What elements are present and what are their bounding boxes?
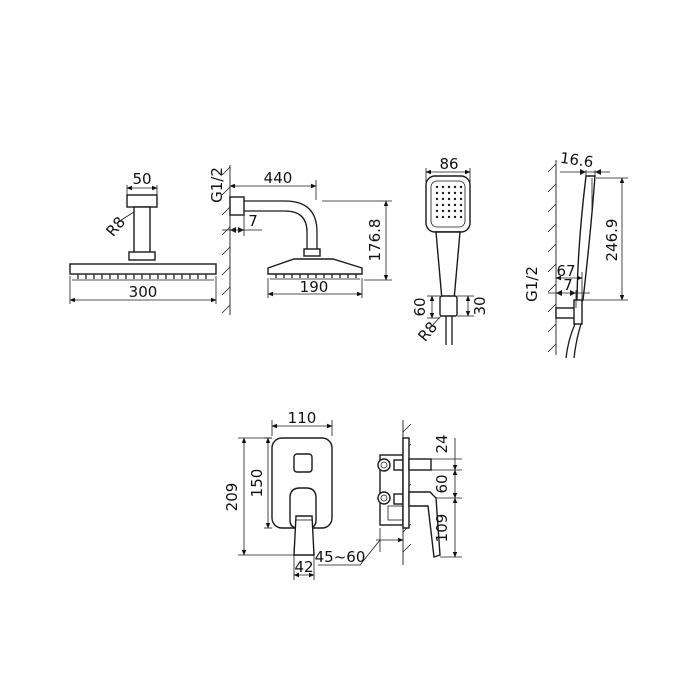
arm-connector (128, 251, 156, 261)
wall-flange (229, 196, 245, 216)
wall-holder (439, 295, 458, 317)
dim-width: 86 (439, 155, 458, 173)
inlet-port-lower (377, 491, 391, 505)
dim-overall-height: 209 (223, 483, 241, 512)
dim-thread: G1/2 (208, 167, 226, 203)
dim-top-offset: 24 (433, 434, 451, 453)
dim-radius: R8 (414, 318, 441, 345)
diverter-knob (408, 458, 432, 471)
depth-leader (318, 539, 381, 566)
dim-depth: 16.6 (559, 149, 595, 171)
arm-outer (244, 200, 318, 250)
dim-holder-width: 30 (471, 296, 489, 315)
holder-base (555, 307, 577, 319)
dim-holder-projection: 67 (556, 262, 575, 280)
dim-lower-offset: 109 (433, 514, 451, 543)
dim-head-width: 190 (300, 278, 329, 296)
outlet-stub-upper (393, 459, 404, 471)
dim-spacing: 60 (433, 474, 451, 493)
spray-dots (435, 185, 463, 219)
holder-clip (573, 299, 583, 325)
radius-leader (429, 315, 442, 329)
hand-shower-head (425, 175, 471, 233)
inlet-port-upper (377, 458, 391, 472)
side-handle (408, 491, 441, 558)
hose-left (565, 323, 576, 359)
mixer-front-view: 110 150 209 42 (223, 409, 333, 580)
mixer-handle (293, 515, 315, 556)
wall-shower-head-view: G1/2 440 7 176.8 190 (208, 165, 392, 315)
dim-holder-height: 60 (411, 297, 429, 316)
dim-thread: G1/2 (523, 266, 541, 302)
wall-hatch (221, 166, 231, 314)
rain-head-body (69, 263, 217, 275)
diverter-button (293, 453, 313, 473)
dim-install-depth: 45~60 (315, 548, 366, 566)
radius-leader (117, 211, 135, 223)
dim-head-width: 300 (129, 283, 158, 301)
dim-plate-width: 110 (288, 409, 317, 427)
arm-inner (244, 210, 308, 250)
wall-nozzle-row (275, 274, 357, 278)
dim-drop: 176.8 (366, 219, 384, 262)
wall-rain-head (267, 258, 363, 275)
overhead-shower-head-view: 50 R8 300 (69, 170, 217, 304)
dim-length: 246.9 (603, 219, 621, 262)
hand-shower-handle (435, 231, 461, 301)
hand-shower-front-view: 86 60 30 R8 (411, 155, 489, 345)
cover-plate-edge (402, 437, 410, 529)
mixer-side-view: 24 60 109 45~60 (315, 420, 462, 566)
arm-joint (303, 248, 321, 257)
ceiling-flange (126, 194, 158, 208)
wall-hatch (547, 163, 557, 353)
hose-right (573, 323, 582, 359)
dim-plate-height: 150 (248, 469, 266, 498)
hand-shower-side-view: 16.6 246.9 G1/2 67 7 (523, 149, 628, 359)
shower-arm (133, 206, 151, 254)
dim-arm-width: 50 (132, 170, 151, 188)
outlet-stub-lower (393, 493, 404, 505)
dim-offset: 7 (248, 212, 258, 230)
dim-handle-width: 42 (294, 558, 313, 576)
dim-projection: 440 (264, 169, 293, 187)
nozzle-row (77, 274, 207, 279)
dim-offset: 7 (563, 276, 573, 294)
